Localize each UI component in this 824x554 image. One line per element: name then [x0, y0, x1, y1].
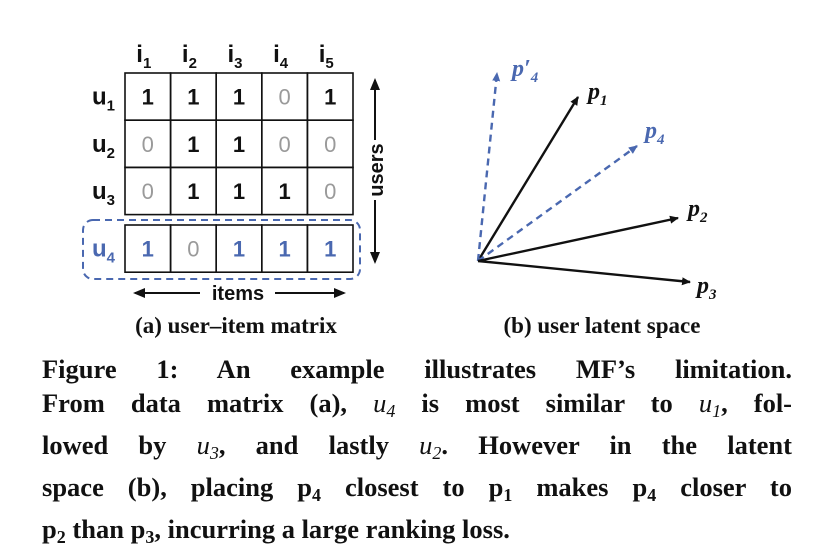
cell-u1-i3: 1: [233, 85, 245, 110]
users-axis: users: [366, 78, 388, 264]
vector-p2: [477, 215, 679, 263]
cell-u4-i1: 1: [142, 237, 154, 262]
users-label: users: [366, 143, 388, 196]
vector-p1: [476, 96, 580, 262]
row-label-u2: u2: [92, 131, 115, 162]
vector-label-p1: p1: [586, 79, 608, 109]
column-header-i3: i3: [227, 41, 242, 72]
vector-p4: [477, 145, 638, 262]
column-header-i1: i1: [136, 41, 151, 72]
matrix-column-headers: i1 i2 i3 i4 i5: [136, 41, 333, 72]
cell-u1-i1: 1: [142, 85, 154, 110]
caption-line-4: space (b), placing p4 closest to p1 make…: [42, 472, 792, 506]
cell-u2-i1: 0: [142, 132, 154, 157]
caption-line-2: From data matrix (a), u4 is most similar…: [42, 388, 793, 422]
cell-u2-i2: 1: [187, 132, 199, 157]
cell-u2-i3: 1: [233, 132, 245, 157]
cell-border-u4-i5: [306, 224, 354, 274]
figure-caption: Figure 1: An example illustrates MF’s li…: [42, 352, 792, 554]
cell-u2-i5: 0: [324, 132, 336, 157]
cell-u2-i4: 0: [278, 132, 290, 157]
items-label: items: [212, 283, 264, 305]
matrix-cells: 1 1 1 0 1 0 1 1 0 0 0 1 1 1 0 1 0 1 1 1: [124, 72, 354, 274]
cell-border-u3-i5: [306, 166, 354, 216]
cell-u1-i5: 1: [324, 85, 336, 110]
vector-label-p2: p2: [686, 196, 708, 226]
cell-u4-i4: 1: [278, 237, 290, 262]
matrix-row-labels: u1 u2 u3 u4: [92, 84, 116, 267]
vector-p3: [477, 259, 691, 286]
cell-u3-i1: 0: [142, 179, 154, 204]
row-label-u1: u1: [92, 84, 115, 115]
vector-label-p4-prime: p′4: [510, 56, 539, 86]
cell-u3-i4: 1: [278, 179, 290, 204]
cell-u1-i2: 1: [187, 85, 199, 110]
vector-p4-prime: [476, 72, 501, 262]
caption-line-5: p2 than p3, incurring a large ranking lo…: [42, 514, 510, 548]
cell-u1-i4: 0: [278, 85, 290, 110]
row-label-u4: u4: [92, 236, 116, 267]
cell-u3-i3: 1: [233, 179, 245, 204]
vector-label-p3: p3: [695, 273, 717, 303]
cell-u4-i2: 0: [187, 237, 199, 262]
caption-line-1: Figure 1: An example illustrates MF’s li…: [42, 354, 792, 384]
latent-vectors: p1 p4 p′4 p2 p3: [476, 56, 717, 303]
column-header-i2: i2: [182, 41, 197, 72]
row-label-u3: u3: [92, 178, 115, 209]
cell-u4-i5: 1: [324, 237, 336, 262]
subcaption-b: (b) user latent space: [504, 313, 701, 338]
items-axis: items: [133, 283, 346, 305]
cell-u3-i5: 0: [324, 179, 336, 204]
u4-highlight-box: [82, 219, 361, 280]
column-header-i5: i5: [319, 41, 334, 72]
cell-u4-i3: 1: [233, 237, 245, 262]
cell-u3-i2: 1: [187, 179, 199, 204]
vector-label-p4: p4: [643, 118, 665, 148]
subcaption-a: (a) user–item matrix: [135, 313, 337, 338]
column-header-i4: i4: [273, 41, 289, 72]
caption-line-3: lowed by u3, and lastly u2. However in t…: [42, 430, 792, 464]
